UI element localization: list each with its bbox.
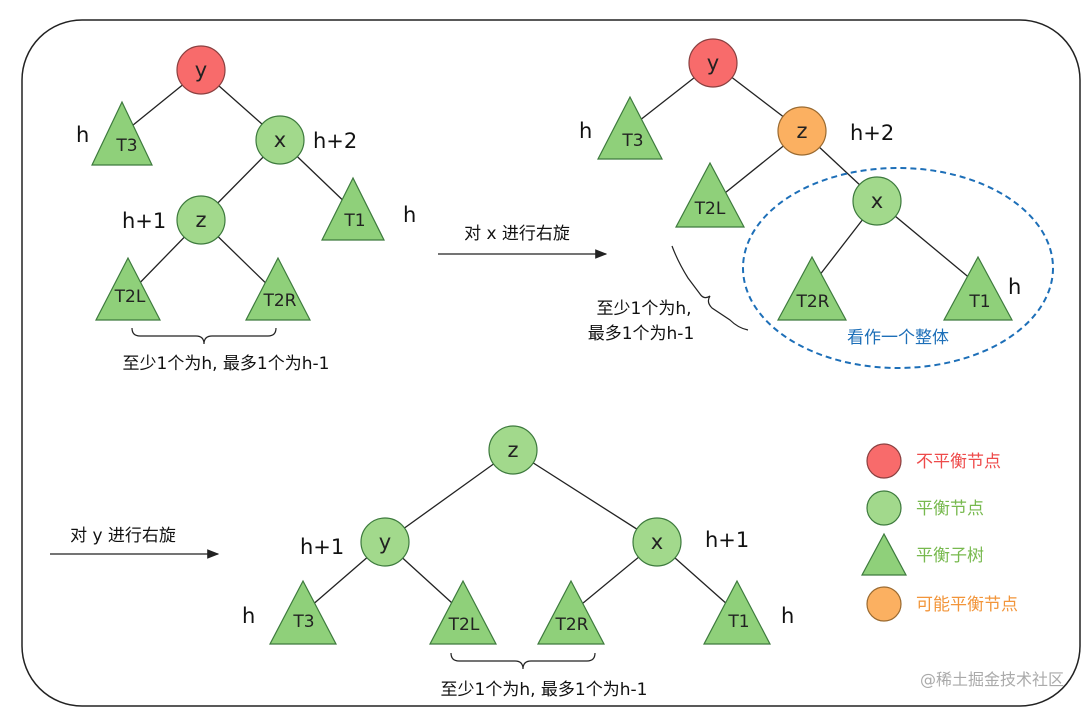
brace (671, 245, 749, 331)
node-label: z (507, 438, 518, 462)
node-label: z (195, 208, 206, 232)
height-label: h+1 (300, 535, 344, 559)
node-balanced (852, 176, 902, 226)
subtree-triangle (675, 161, 745, 228)
group-label: 看作一个整体 (847, 328, 949, 348)
arrow-label: 对 x 进行右旋 (464, 224, 570, 244)
node-unbalanced (688, 38, 738, 88)
height-label: h (242, 604, 255, 628)
subtree-label: T1 (727, 612, 749, 632)
tree-before-rotation: y x z T3 T1 T2L T2R h h+2 h+1 h 至少1个为h, … (76, 45, 416, 374)
subtree-triangle (776, 255, 848, 321)
node-balanced (176, 195, 226, 245)
caption: 至少1个为h, 最多1个为h-1 (441, 680, 648, 700)
brace (450, 652, 596, 670)
brace (131, 327, 277, 345)
node-label: x (274, 128, 286, 152)
legend-balanced-swatch (866, 490, 902, 526)
legend-maybe-label: 可能平衡节点 (916, 595, 1018, 615)
node-balanced (255, 115, 305, 165)
subtree-triangle (942, 255, 1014, 321)
legend-maybe-swatch (866, 586, 902, 622)
subtree-triangle (597, 95, 663, 160)
height-label: h+2 (313, 129, 357, 153)
legend-subtree-swatch (860, 532, 908, 576)
height-label: h+1 (122, 209, 166, 233)
subtree-label: T2L (694, 199, 726, 219)
node-label: y (195, 58, 207, 82)
height-label: h (781, 604, 794, 628)
subtree-label: T3 (292, 612, 314, 632)
subtree-label: T2R (554, 615, 588, 635)
node-maybe-balanced (777, 106, 827, 156)
tree-after-first-rotation: y z x T3 T2L T2R T1 h h+2 h 看作一个整体 至少1个为… (579, 38, 1054, 369)
watermark: @稀土掘金技术社区 (920, 670, 1064, 689)
rotation-arrow-1: 对 x 进行右旋 (438, 224, 608, 259)
node-label: x (871, 189, 883, 213)
arrow-label: 对 y 进行右旋 (70, 526, 176, 546)
edge (512, 449, 658, 543)
subtree-triangle (91, 100, 153, 166)
caption: 至少1个为h, 最多1个为h-1 (123, 354, 330, 374)
subtree-label: T2L (448, 615, 480, 635)
subtree-triangle (95, 256, 161, 321)
subtree-label: T1 (968, 292, 990, 312)
diagram-frame (21, 19, 1081, 707)
subtree-label: T2R (795, 292, 829, 312)
subtree-label: T2L (114, 287, 146, 307)
node-balanced (632, 517, 682, 567)
subtree-triangle (245, 256, 311, 321)
caption-line: 最多1个为h-1 (588, 324, 695, 344)
height-label: h (579, 119, 592, 143)
node-balanced (360, 517, 410, 567)
height-label: h (76, 123, 89, 147)
node-label: y (379, 530, 391, 554)
subtree-triangle (429, 579, 497, 645)
edge (384, 449, 514, 543)
subtree-triangle (321, 176, 385, 241)
rotation-arrow-2: 对 y 进行右旋 (50, 526, 220, 559)
height-label: h+2 (850, 121, 894, 145)
subtree-label: T2R (262, 291, 296, 311)
caption-line: 至少1个为h, (597, 299, 692, 319)
legend-unbalanced-swatch (866, 443, 902, 479)
height-label: h+1 (705, 528, 749, 552)
node-label: z (796, 119, 807, 143)
legend-balanced-label: 平衡节点 (916, 499, 984, 519)
subtree-triangle (537, 579, 605, 645)
legend-unbalanced-label: 不平衡节点 (916, 452, 1001, 472)
legend: 不平衡节点 平衡节点 平衡子树 可能平衡节点 (860, 443, 1018, 622)
tree-after-second-rotation: z y x T3 T2L T2R T1 h+1 h+1 h h 至少1个为h, … (242, 425, 794, 700)
node-label: y (707, 51, 719, 75)
group-ellipse (742, 167, 1054, 369)
subtree-triangle (703, 579, 771, 645)
subtree-label: T3 (115, 136, 137, 156)
height-label: h (403, 203, 416, 227)
node-unbalanced (176, 45, 226, 95)
node-balanced (488, 425, 538, 475)
height-label: h (1008, 275, 1021, 299)
subtree-triangle (269, 579, 337, 645)
node-label: x (651, 530, 663, 554)
subtree-label: T1 (343, 211, 365, 231)
legend-subtree-label: 平衡子树 (916, 546, 984, 566)
subtree-label: T3 (621, 131, 643, 151)
